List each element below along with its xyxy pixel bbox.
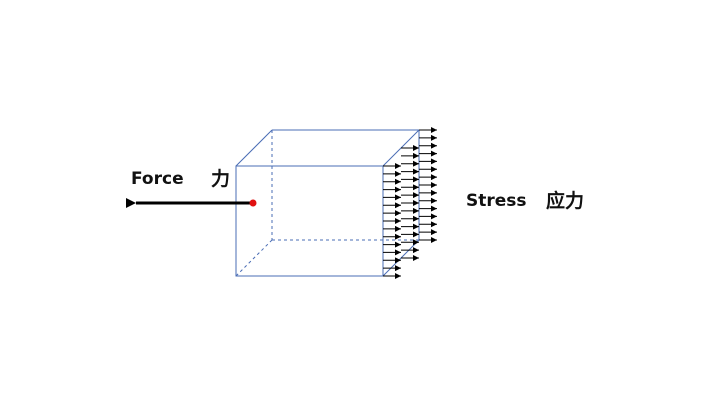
force-label: Force bbox=[131, 169, 184, 189]
force-chinese-label: 力 bbox=[211, 168, 231, 190]
top-left-diagonal-edge bbox=[235, 129, 273, 167]
stress-chinese-label: 应力 bbox=[546, 190, 585, 212]
front-face bbox=[235, 165, 384, 277]
stress-label: Stress bbox=[466, 191, 527, 211]
stress-arrows bbox=[383, 127, 437, 279]
force-application-point bbox=[249, 199, 257, 207]
hidden-edge-diagonal bbox=[235, 239, 273, 277]
cuboid bbox=[235, 129, 420, 277]
